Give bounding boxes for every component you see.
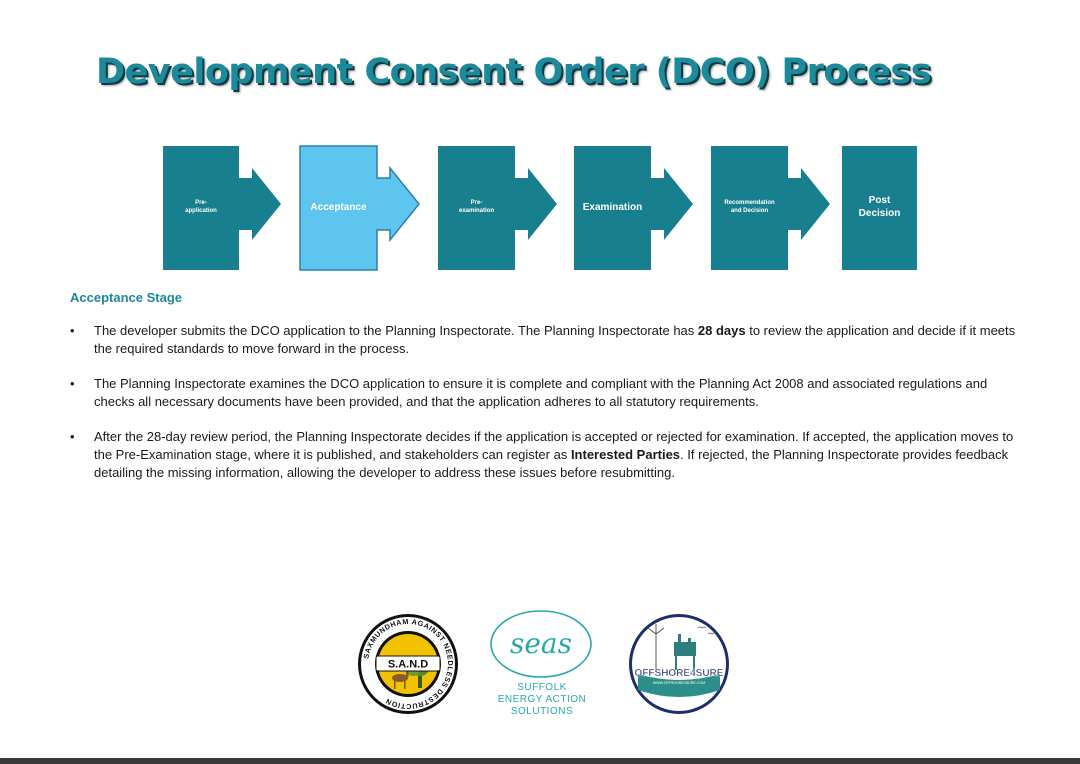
- offshore-url: WWW.OFFSHORE4SURE.COM: [653, 681, 705, 685]
- flow-step-recommendation-and-decision: Recommendation and Decision: [711, 146, 830, 270]
- flow-step-shape: [163, 146, 281, 270]
- svg-text:SAXMUNDHAM AGAINST NEEDLESS DE: SAXMUNDHAM AGAINST NEEDLESS DESTRUCTION: [361, 617, 455, 711]
- page-bottom-bar: [0, 758, 1080, 764]
- bullet-marker: •: [70, 429, 75, 444]
- bullet-text: After the 28-day review period, the Plan…: [94, 429, 1014, 462]
- dco-process-flow: Pre- application Acceptance Pre- examinati…: [0, 0, 1080, 290]
- bullet-text: to review the application and decide if …: [94, 323, 1016, 356]
- flow-step-label: Acceptance: [310, 201, 367, 213]
- flow-step-post-decision: Post Decision: [842, 146, 917, 270]
- seas-caption-line: ENERGY ACTION: [497, 694, 587, 705]
- bullet-marker: •: [70, 323, 75, 338]
- sand-center-text: S.A.N.D: [388, 659, 428, 671]
- flow-step-acceptance: Acceptance: [299, 145, 420, 271]
- birds-icon: [697, 626, 717, 635]
- flow-step-shape: [299, 145, 420, 271]
- flow-step-shape: [574, 146, 693, 270]
- flow-step-label: Post Decision: [858, 195, 901, 219]
- flow-step-label: Pre- examination: [458, 200, 494, 214]
- seas-caption-line: SOLUTIONS: [510, 706, 574, 717]
- bullet-emphasis: Interested Parties: [570, 447, 681, 462]
- bullet-item: • After the 28-day review period, the Pl…: [70, 428, 1030, 482]
- bullet-marker: •: [70, 376, 75, 391]
- seas-logo: seas: [490, 610, 592, 678]
- offshore4sure-logo: OFFSHORE4SURE WWW.OFFSHORE4SURE.COM: [629, 614, 729, 714]
- bullet-list: • The developer submits the DCO applicat…: [70, 322, 1030, 499]
- tree-icon: [407, 656, 430, 688]
- sand-logo: SAXMUNDHAM AGAINST NEEDLESS DESTRUCTION …: [358, 614, 458, 714]
- bullet-item: • The developer submits the DCO applicat…: [70, 322, 1030, 358]
- flow-step-pre-examination: Pre- examination: [438, 146, 557, 270]
- flow-step-label: Pre- application: [185, 200, 217, 214]
- bullet-emphasis: 28 days: [697, 323, 746, 338]
- flow-step-shape: [438, 146, 557, 270]
- wind-turbine-icon: [647, 624, 665, 670]
- bullet-text: The Planning Inspectorate examines the D…: [94, 376, 988, 409]
- flow-step-label: Recommendation and Decision: [724, 200, 775, 214]
- flow-step-shape: [842, 146, 917, 270]
- seas-caption-line: SUFFOLK: [517, 682, 567, 693]
- seas-wordmark: seas: [510, 627, 572, 660]
- flow-step-label: Examination: [582, 201, 643, 213]
- section-heading: Acceptance Stage: [70, 290, 182, 305]
- flow-step-pre-application: Pre- application: [163, 146, 281, 270]
- bullet-text: . If rejected, the Planning Inspectorate…: [94, 447, 1009, 480]
- bullet-item: • The Planning Inspectorate examines the…: [70, 375, 1030, 411]
- bullet-text: The developer submits the DCO applicatio…: [94, 323, 698, 338]
- page-title: Development Consent Order (DCO) Process: [96, 52, 932, 92]
- seas-caption: SUFFOLK ENERGY ACTION SOLUTIONS: [480, 682, 604, 718]
- flow-step-examination: Examination: [574, 146, 693, 270]
- oil-platform-icon: [674, 634, 696, 670]
- flow-step-shape: [711, 146, 830, 270]
- deer-icon: [392, 668, 409, 689]
- offshore-name: OFFSHORE4SURE: [635, 668, 724, 679]
- sand-ring-text: SAXMUNDHAM AGAINST NEEDLESS DESTRUCTION: [361, 617, 454, 711]
